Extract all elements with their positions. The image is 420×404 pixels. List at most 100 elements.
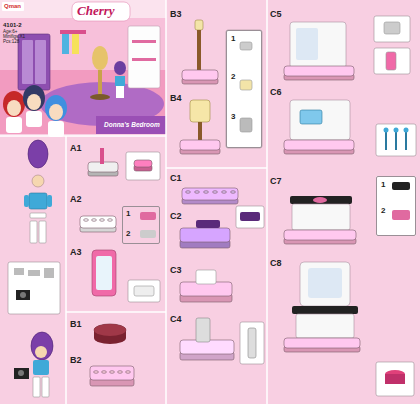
inset-box bbox=[240, 322, 264, 364]
stud bbox=[126, 371, 131, 374]
step-number: B2 bbox=[70, 356, 82, 366]
accessory bbox=[44, 268, 54, 278]
mirror-frame bbox=[92, 250, 116, 296]
callout-number: 1 bbox=[381, 181, 385, 189]
stud bbox=[108, 219, 113, 222]
lamp-shade bbox=[190, 100, 210, 122]
minifig-leg bbox=[42, 377, 49, 397]
girl-legs bbox=[116, 86, 124, 98]
step-number: C7 bbox=[270, 177, 282, 187]
girl-top bbox=[6, 117, 22, 133]
column bbox=[248, 328, 256, 358]
callout-number: 1 bbox=[126, 210, 130, 218]
piece bbox=[392, 210, 410, 220]
callout-number: 1 bbox=[231, 35, 235, 43]
step-number: C2 bbox=[170, 212, 182, 222]
series-logo: Cherry bbox=[77, 4, 115, 18]
accessory bbox=[14, 268, 24, 275]
stud bbox=[92, 219, 97, 222]
step-number: A1 bbox=[70, 144, 82, 154]
piece bbox=[240, 118, 252, 132]
plate bbox=[182, 188, 238, 200]
sub-step-inset: 12 bbox=[376, 176, 416, 236]
pin-head bbox=[384, 128, 389, 133]
step-number: A2 bbox=[70, 195, 82, 205]
piece bbox=[240, 212, 260, 221]
pin-head bbox=[404, 128, 409, 133]
shelf bbox=[132, 40, 156, 43]
base-plate bbox=[284, 140, 354, 150]
blue-piece bbox=[300, 110, 322, 124]
plate bbox=[80, 216, 116, 228]
logo-box bbox=[72, 2, 130, 21]
inset-box bbox=[126, 152, 160, 180]
cover-ground bbox=[0, 0, 166, 134]
inset-box bbox=[374, 16, 410, 42]
minifig-leg bbox=[39, 221, 46, 243]
wardrobe bbox=[290, 22, 346, 68]
piece bbox=[384, 22, 400, 34]
mannequin bbox=[92, 46, 108, 70]
divider-line bbox=[165, 0, 167, 404]
girl-hair bbox=[114, 61, 126, 75]
girl-face bbox=[27, 94, 41, 110]
stud bbox=[118, 371, 123, 374]
inset-box bbox=[376, 124, 416, 156]
piece bbox=[240, 42, 252, 50]
piece bbox=[140, 230, 156, 238]
step-number: B3 bbox=[170, 10, 182, 20]
piece bbox=[392, 182, 410, 190]
wardrobe bbox=[18, 34, 50, 90]
lamp-pole bbox=[198, 122, 202, 142]
step-number: C6 bbox=[270, 88, 282, 98]
step-number: C4 bbox=[170, 315, 182, 325]
shelf bbox=[132, 58, 156, 61]
inset-box bbox=[376, 362, 414, 396]
stud bbox=[222, 191, 227, 194]
stud bbox=[231, 191, 236, 194]
clothes-rail bbox=[60, 30, 86, 34]
callout-number: 2 bbox=[381, 207, 385, 215]
pin bbox=[395, 130, 397, 150]
divider-line bbox=[66, 311, 166, 313]
wardrobe-door bbox=[35, 40, 46, 84]
piece bbox=[196, 270, 216, 284]
mannequin-stand bbox=[98, 70, 102, 96]
girl-face bbox=[49, 104, 63, 120]
vanity bbox=[292, 204, 350, 230]
piece bbox=[313, 197, 327, 203]
vanity bbox=[296, 314, 354, 338]
mannequin-foot bbox=[90, 94, 110, 100]
stud bbox=[84, 219, 89, 222]
stud bbox=[204, 191, 209, 194]
piece-count: Pcs:128 bbox=[3, 40, 19, 45]
divider-line bbox=[266, 0, 268, 404]
callout-number: 3 bbox=[231, 113, 235, 121]
piece bbox=[134, 286, 154, 296]
brand-logo: Qman bbox=[4, 3, 21, 10]
step-number: A3 bbox=[70, 248, 82, 258]
camera-lens bbox=[18, 370, 24, 376]
minifig-head bbox=[32, 175, 44, 187]
step-number: C8 bbox=[270, 259, 282, 269]
piece bbox=[196, 220, 220, 228]
minifig-leg bbox=[30, 221, 37, 243]
piece bbox=[386, 52, 396, 70]
inset-box bbox=[8, 262, 60, 314]
camera-lens bbox=[20, 292, 26, 298]
piece bbox=[140, 212, 156, 220]
stud bbox=[94, 371, 99, 374]
accessory bbox=[28, 270, 40, 276]
girl-face bbox=[7, 100, 21, 116]
column bbox=[196, 318, 210, 342]
mirror-glass bbox=[296, 28, 318, 60]
step-number: C3 bbox=[170, 266, 182, 276]
pin-head bbox=[394, 128, 399, 133]
wardrobe bbox=[290, 100, 350, 140]
minifig-torso bbox=[29, 193, 47, 209]
stool bbox=[385, 374, 405, 384]
girl-hair bbox=[3, 91, 25, 117]
minifig-hair bbox=[28, 140, 48, 168]
